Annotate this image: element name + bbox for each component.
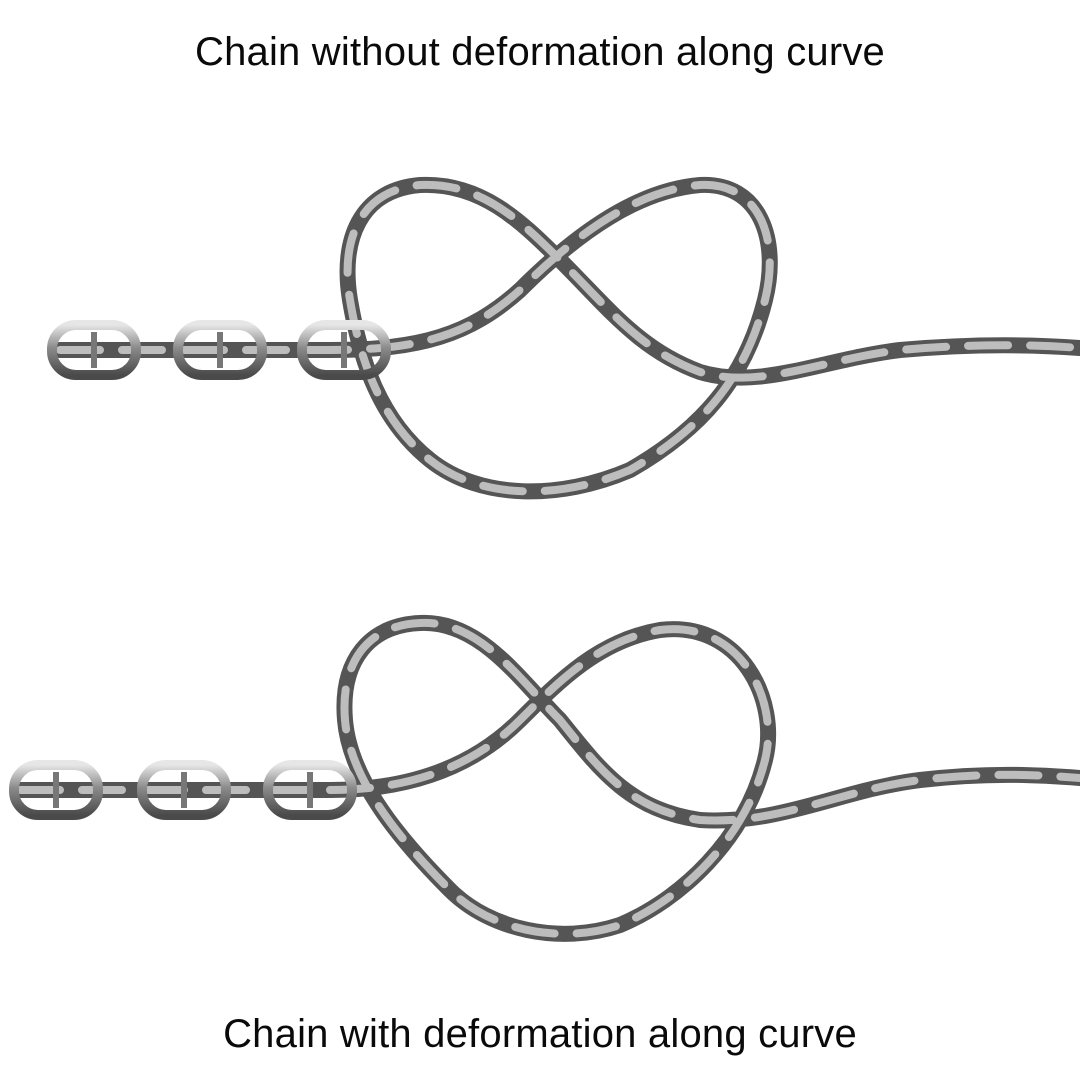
straight-links-left xyxy=(47,320,391,380)
caption-top: Chain without deformation along curve xyxy=(194,30,886,74)
caption-bottom: Chain with deformation along curve xyxy=(223,1012,857,1056)
straight-links-left-deformed xyxy=(9,760,357,820)
chain-knot-rigid-figure xyxy=(47,176,1080,500)
chain-path-deformed xyxy=(12,614,1080,942)
